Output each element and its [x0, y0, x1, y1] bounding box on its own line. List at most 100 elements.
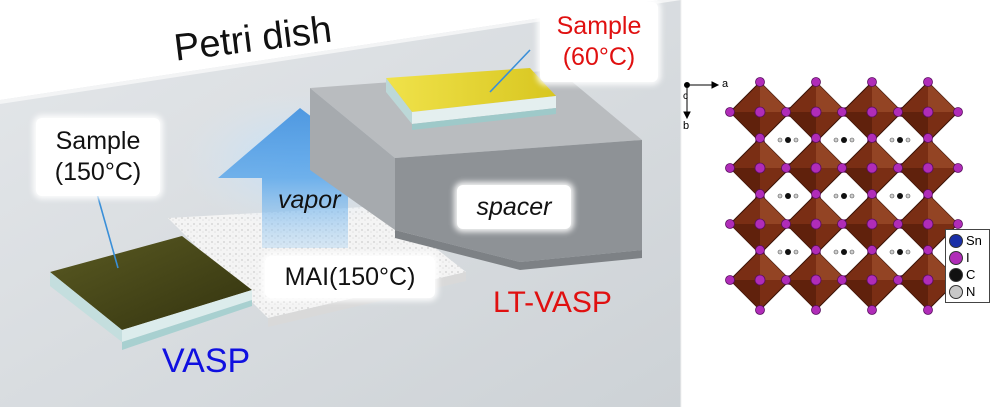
octahedron-facet [786, 280, 816, 310]
octahedron-facet [842, 168, 872, 198]
octahedron-facet [730, 224, 760, 254]
iodine-atom [781, 163, 791, 173]
octahedron-facet [928, 194, 958, 224]
nitrogen-atom [849, 137, 855, 143]
sample-hot-line2: (150°C) [54, 158, 142, 186]
iodine-atom [923, 305, 933, 315]
iodine-atom [923, 133, 933, 143]
iodine-atom [866, 162, 878, 174]
iodine-atom [893, 107, 903, 117]
iodine-atom [922, 106, 934, 118]
nitrogen-atom [905, 137, 911, 143]
iodine-atom [837, 219, 847, 229]
octahedron-facet [872, 250, 902, 280]
octahedron-facet [898, 168, 928, 198]
iodine-atom [837, 163, 847, 173]
iodine-atom [922, 218, 934, 230]
nitrogen-atom [793, 193, 799, 199]
legend-label: N [966, 284, 976, 299]
iodine-atom [866, 218, 878, 230]
sample-hot [50, 236, 252, 350]
legend-atom-icon [949, 284, 963, 299]
iodine-atom [867, 245, 877, 255]
octahedron-facet [898, 112, 928, 142]
legend-entry: I [949, 249, 989, 266]
axis-a-label: a [722, 78, 729, 90]
octahedron-facet [760, 250, 790, 280]
nitrogen-atom [777, 137, 783, 143]
nitrogen-atom [777, 249, 783, 255]
octahedron-facet [816, 250, 846, 280]
nitrogen-atom [833, 193, 839, 199]
iodine-atom [811, 133, 821, 143]
iodine-atom [923, 77, 933, 87]
vapor-label: vapor [278, 186, 341, 214]
octahedron-facet [842, 112, 872, 142]
iodine-atom [953, 163, 963, 173]
octahedron-facet [816, 82, 846, 112]
iodine-atom [754, 218, 766, 230]
octahedron-facet [786, 224, 816, 254]
octahedron-facet [786, 112, 816, 142]
legend-atom-icon [949, 233, 963, 248]
iodine-atom [810, 274, 822, 286]
octahedron-facet [872, 82, 902, 112]
iodine-atom [755, 245, 765, 255]
nitrogen-atom [849, 249, 855, 255]
iodine-atom [923, 189, 933, 199]
iodine-atom [810, 218, 822, 230]
iodine-atom [893, 275, 903, 285]
nitrogen-atom [777, 193, 783, 199]
legend-label: I [966, 250, 970, 265]
iodine-atom [867, 133, 877, 143]
iodine-atom [867, 77, 877, 87]
iodine-atom [811, 305, 821, 315]
nitrogen-atom [905, 193, 911, 199]
iodine-atom [725, 219, 735, 229]
nitrogen-atom [833, 249, 839, 255]
iodine-atom [866, 106, 878, 118]
iodine-atom [893, 163, 903, 173]
carbon-atom [841, 249, 847, 255]
lt-vasp-label: LT-VASP [493, 286, 612, 319]
carbon-atom [897, 249, 903, 255]
nitrogen-atom [849, 193, 855, 199]
octahedron-facet [816, 194, 846, 224]
iodine-atom [754, 106, 766, 118]
iodine-atom [755, 133, 765, 143]
iodine-atom [953, 219, 963, 229]
axis-b-label: b [683, 120, 690, 132]
iodine-atom [725, 275, 735, 285]
sample-lt-label: Sample (60°C) [540, 2, 658, 82]
octahedron-facet [816, 138, 846, 168]
iodine-atom [893, 219, 903, 229]
iodine-atom [811, 245, 821, 255]
iodine-atom [811, 189, 821, 199]
octahedron-facet [872, 138, 902, 168]
iodine-atom [953, 107, 963, 117]
nitrogen-atom [833, 137, 839, 143]
octahedron-facet [842, 224, 872, 254]
iodine-atom [754, 274, 766, 286]
iodine-atom [755, 305, 765, 315]
iodine-atom [811, 77, 821, 87]
carbon-atom [785, 137, 791, 143]
carbon-atom [785, 249, 791, 255]
sample-hot-label: Sample (150°C) [36, 118, 160, 196]
iodine-atom [754, 162, 766, 174]
legend-label: C [966, 267, 976, 282]
iodine-atom [755, 189, 765, 199]
iodine-atom [755, 77, 765, 87]
nitrogen-atom [889, 137, 895, 143]
leader-line-lt [489, 49, 531, 93]
octahedron-facet [730, 280, 760, 310]
legend-atom-icon [949, 250, 963, 265]
iodine-atom [810, 106, 822, 118]
legend-atom-icon [949, 267, 963, 282]
octahedron-facet [760, 138, 790, 168]
iodine-atom [781, 275, 791, 285]
axes-indicator [683, 81, 720, 120]
octahedron-facet [898, 280, 928, 310]
